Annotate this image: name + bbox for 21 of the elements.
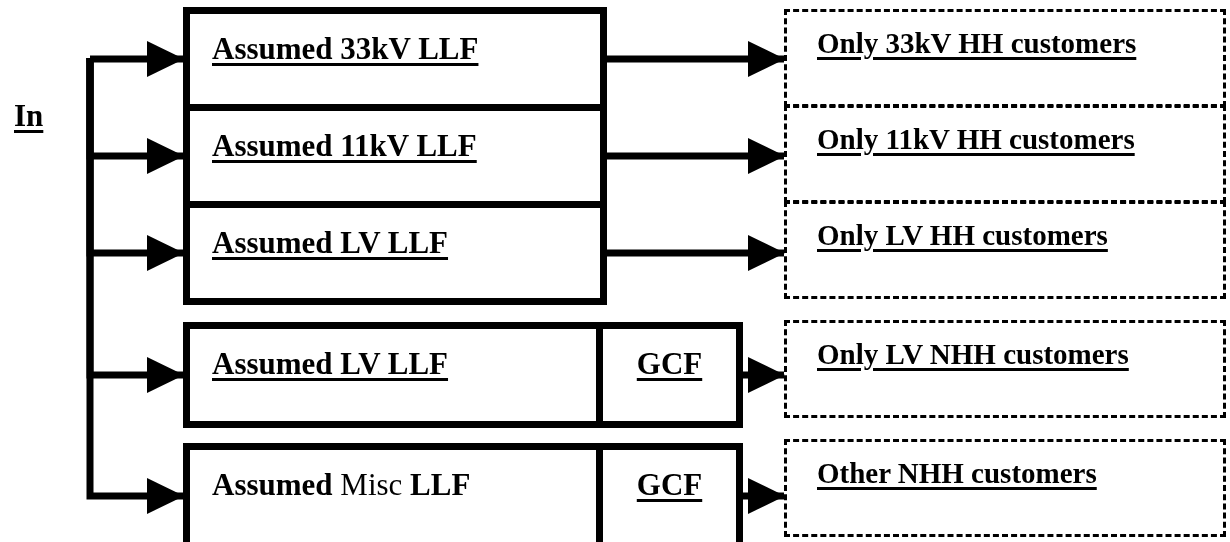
- arrow: [86, 58, 184, 514]
- box-label: Assumed LV LLF: [212, 224, 449, 262]
- customer-group-box: [784, 320, 1226, 418]
- box-label: Only 11kV HH customers: [817, 122, 1135, 157]
- box-label: Only 33kV HH customers: [817, 26, 1137, 61]
- customer-group-box: [784, 201, 1226, 299]
- customer-group-box: [784, 9, 1226, 107]
- box-label: Other NHH customers: [817, 456, 1097, 491]
- box-label: Assumed LV LLF: [212, 345, 449, 383]
- box-label: Assumed Misc LLF: [212, 466, 471, 504]
- arrow: [743, 478, 785, 514]
- box-label: Assumed 33kV LLF: [212, 30, 479, 68]
- box-label: GCF: [636, 345, 703, 383]
- customer-group-box: [784, 439, 1226, 537]
- box-label: Assumed 11kV LLF: [212, 127, 477, 165]
- arrow: [743, 357, 785, 393]
- customer-group-box: [784, 105, 1226, 203]
- box-label: Only LV NHH customers: [817, 337, 1129, 372]
- box-label: GCF: [636, 466, 703, 504]
- input-label: In: [14, 98, 44, 134]
- box-label: Only LV HH customers: [817, 218, 1108, 253]
